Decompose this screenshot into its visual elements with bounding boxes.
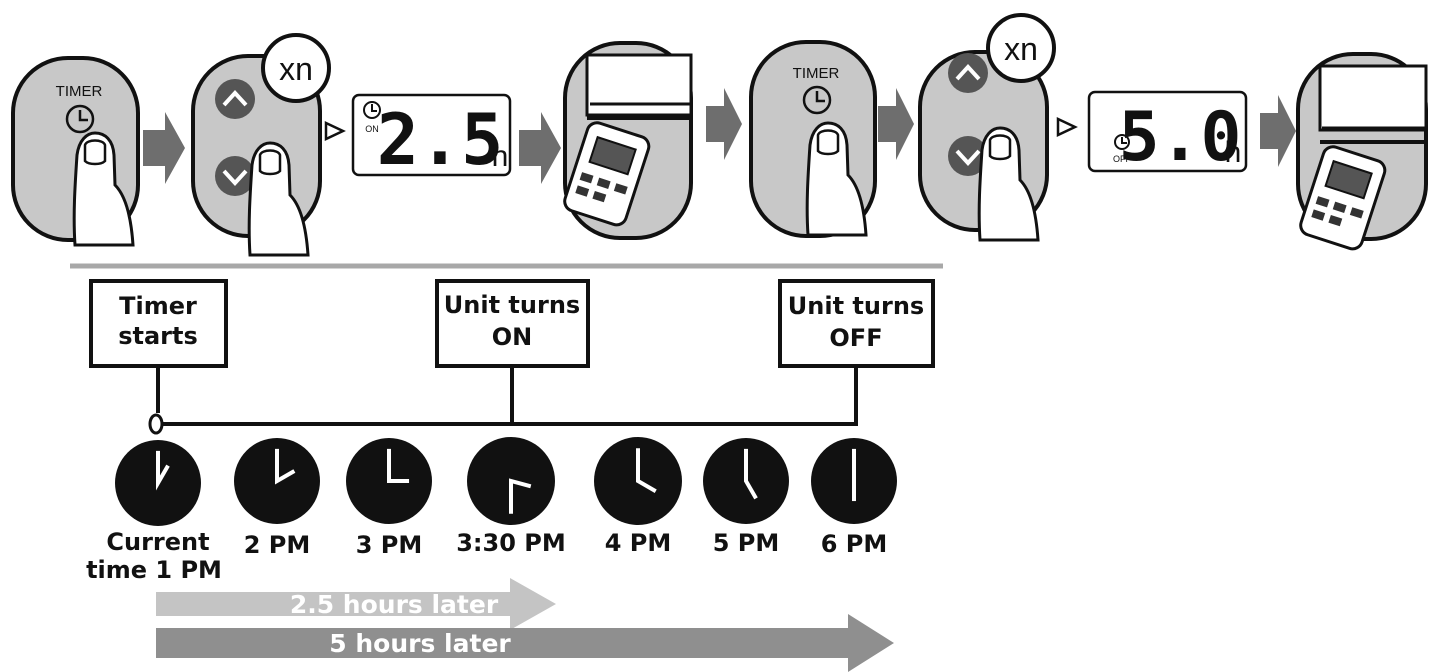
timer-label: TIMER xyxy=(793,65,840,82)
step-arrow-icon xyxy=(519,112,561,184)
step-adjust-off: xn xyxy=(918,13,1056,242)
indoor-unit-icon xyxy=(1318,64,1428,132)
event-label-line1: Unit turns xyxy=(444,291,580,319)
clock-time-label: 3 PM xyxy=(356,531,423,559)
remote-icon xyxy=(1299,145,1387,251)
on-delay-arrow xyxy=(156,578,556,630)
clock-face-icon xyxy=(115,440,201,526)
down-button-icon xyxy=(948,136,988,176)
indoor-unit-icon xyxy=(585,53,693,117)
clock-time-label: 4 PM xyxy=(605,529,672,557)
clock-hands xyxy=(509,478,532,514)
down-button-icon xyxy=(215,156,255,196)
clock-icon xyxy=(363,101,381,119)
repeat-label: xn xyxy=(279,51,313,87)
clock-icon xyxy=(802,85,832,115)
clock-hands xyxy=(744,448,758,500)
event-label-line2: ON xyxy=(492,323,533,351)
triangle-arrow-icon xyxy=(324,121,346,141)
step-arrow-icon xyxy=(1260,95,1296,167)
clock-time-label: 6 PM xyxy=(821,530,888,558)
off-delay-label: 5 hours later xyxy=(329,629,511,658)
on-indicator: ON xyxy=(365,124,379,134)
clock-hands xyxy=(156,450,170,491)
duration-arrows: 2.5 hours later 5 hours later xyxy=(156,578,894,672)
off-delay-arrow xyxy=(156,614,894,672)
repeat-badge xyxy=(261,33,331,103)
clock-hands xyxy=(275,448,296,485)
off-hours-value: 5.0 xyxy=(1119,98,1242,177)
event-unit-on: Unit turns ON xyxy=(435,279,590,368)
repeat-label: xn xyxy=(1004,31,1038,67)
clock-icon xyxy=(65,104,95,134)
clock-face-icon xyxy=(594,437,682,525)
ac-unit-illustration xyxy=(563,41,693,240)
clock-face-icon xyxy=(346,438,432,524)
clock-time-label-line2: time 1 PM xyxy=(86,556,222,584)
up-button-icon xyxy=(215,79,255,119)
clock-face-icon xyxy=(703,438,789,524)
on-delay-label: 2.5 hours later xyxy=(290,590,499,619)
clock-time-label: 5 PM xyxy=(713,529,780,557)
lcd-on-display: ON 2.5 h xyxy=(351,93,512,181)
step-adjust-on: xn xyxy=(191,33,331,257)
timer-label: TIMER xyxy=(56,83,103,100)
clock-icon xyxy=(1114,134,1130,150)
clock-time-label: 3:30 PM xyxy=(456,529,566,557)
event-label-line1: Timer xyxy=(119,292,197,320)
event-label-line1: Unit turns xyxy=(788,292,924,320)
step-row: TIMER xn xyxy=(11,13,1428,257)
on-hours-value: 2.5 xyxy=(377,99,503,181)
timeline: Timer starts Unit turns ON Unit turns OF… xyxy=(86,279,935,584)
ac-unit-illustration xyxy=(1296,52,1428,251)
on-unit: h xyxy=(492,140,509,173)
clock-time-label: 2 PM xyxy=(244,531,311,559)
step-arrow-icon xyxy=(143,112,185,184)
clock-hands xyxy=(387,448,410,483)
step-timer-press: TIMER xyxy=(11,56,140,247)
step-arrow-icon xyxy=(706,88,742,160)
off-indicator: OFF xyxy=(1113,154,1131,164)
off-unit: h xyxy=(1225,136,1242,169)
event-unit-off: Unit turns OFF xyxy=(778,279,935,368)
event-timer-starts: Timer starts xyxy=(89,279,228,368)
clock-face-icon xyxy=(811,438,897,524)
timeline-start-marker xyxy=(148,413,164,435)
repeat-badge xyxy=(986,13,1056,83)
clock-time-label: Current xyxy=(106,528,209,556)
triangle-arrow-icon xyxy=(1056,117,1078,137)
up-button-icon xyxy=(948,53,988,93)
clock-hands xyxy=(636,448,657,493)
remote-icon xyxy=(563,121,651,227)
event-label-line2: OFF xyxy=(829,324,882,352)
lcd-off-display: OFF 5.0 h xyxy=(1087,90,1248,177)
clock-face-icon xyxy=(234,438,320,524)
clock-face-icon xyxy=(467,437,555,525)
event-label-line2: starts xyxy=(118,322,198,350)
step-arrow-icon xyxy=(878,88,914,160)
step-timer-press-2: TIMER xyxy=(749,40,877,238)
